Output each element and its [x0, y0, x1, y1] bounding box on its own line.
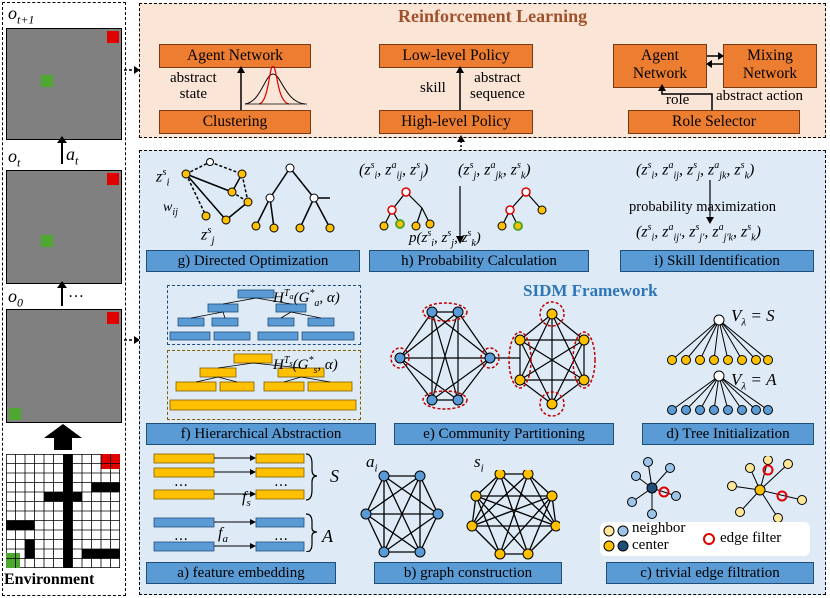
skill-label: skill — [420, 80, 446, 96]
sidm-title: SIDM Framework — [523, 281, 658, 300]
f-caption: f) Hierarchical Abstraction — [146, 423, 376, 445]
community-graphs — [390, 301, 596, 417]
o-t1-label: ot+1 — [8, 3, 35, 27]
neighbor-label: neighbor — [632, 520, 686, 536]
i-formula-bottom: (zsi, zaij′, zsj′, zaj′k, zsk) — [636, 222, 761, 244]
skill-arrow — [706, 180, 714, 224]
feature-embedding-diagram: … … … … — [153, 453, 305, 552]
init-trees — [667, 314, 773, 415]
z-i-s-label: zsi — [156, 166, 170, 189]
abstract-sequence-label: abstract sequence — [470, 70, 525, 102]
b-caption: b) graph construction — [374, 562, 562, 584]
goal-marker — [107, 31, 119, 43]
braces — [305, 453, 318, 552]
edge-filtration-diagram — [627, 456, 807, 523]
e-caption: e) Community Partitioning — [394, 423, 614, 445]
s-label: S — [330, 466, 339, 486]
c-caption: c) trivial edge filtration — [606, 562, 814, 584]
role-selector-box: Role Selector — [628, 110, 800, 134]
g-caption: g) Directed Optimization — [146, 250, 360, 272]
v-s-label: Vλ = S — [731, 306, 775, 329]
w-ij-label: wij — [163, 200, 178, 218]
low-level-policy-box: Low-level Policy — [379, 44, 533, 68]
f-s-label: fs — [242, 489, 251, 510]
h-caption: h) Probability Calculation — [369, 250, 589, 272]
i-caption: i) Skill Identification — [620, 250, 814, 272]
state-frame-t — [6, 170, 122, 284]
svg-text:…: … — [174, 528, 188, 544]
edge-filter-label: edge filter — [720, 530, 782, 546]
svg-text:…: … — [274, 474, 288, 490]
svg-text:…: … — [174, 474, 188, 490]
sidm-to-rl-arrow — [457, 135, 465, 151]
h-ts-tree-frame — [167, 350, 361, 420]
mixing-network-box: Mixing Network — [723, 44, 817, 88]
environment-label: Environment — [4, 571, 95, 588]
ellipsis: … — [68, 284, 84, 301]
graph-construction-diagram — [360, 470, 560, 560]
up-arrow-icon — [44, 424, 82, 450]
rl-title: Reinforcement Learning — [398, 6, 588, 26]
a-label: A — [322, 526, 333, 546]
role-arrows — [658, 84, 713, 110]
d-caption: d) Tree Initialization — [642, 423, 814, 445]
i-formula-top: (zsi, zaij, zsj, zajk, zsk) — [636, 160, 755, 182]
h-ta-tree-frame — [167, 285, 361, 345]
state-frame-t1 — [6, 28, 122, 140]
h-ts-label: HTs(G*s, α) — [273, 355, 338, 376]
h-ta-label: HTa(G*a, α) — [273, 288, 340, 309]
connector-arrows — [124, 66, 140, 344]
a-i-label: ai — [366, 452, 378, 475]
center-label: center — [632, 537, 669, 553]
legend-markers — [603, 525, 629, 552]
o-0-label: o0 — [8, 286, 23, 310]
maze-grid — [6, 454, 120, 568]
h-formula-left: (zsi, zaij, zsj) — [359, 160, 429, 182]
h-probability: p(zsi, zsj, zsk) — [409, 228, 481, 249]
h-formula-right: (zsj, zajk, zsk) — [458, 160, 531, 182]
s-i-label: si — [474, 452, 484, 475]
probability-trees — [379, 186, 547, 244]
directed-graph-diagram — [181, 158, 335, 233]
agent-network-2-box: Agent Network — [613, 44, 707, 88]
f-a-label: fa — [218, 525, 228, 546]
exchange-arrows — [706, 52, 724, 68]
role-label: role — [666, 92, 690, 108]
v-a-label: Vλ = A — [731, 370, 777, 393]
agent-marker — [41, 75, 53, 87]
edge-filter-icon — [703, 533, 715, 545]
high-level-policy-box: High-level Policy — [379, 110, 533, 134]
a-caption: a) feature embedding — [146, 562, 336, 584]
svg-text:…: … — [274, 528, 288, 544]
policy-arrow — [456, 66, 464, 110]
state-frame-0 — [6, 309, 122, 423]
environment-panel — [2, 2, 126, 596]
agent-network-box: Agent Network — [159, 44, 311, 68]
clustering-curve-icon — [237, 66, 307, 110]
probability-maximization-label: probability maximization — [629, 199, 776, 215]
a-t-label: at — [66, 144, 79, 168]
abstract-action-label: abstract action — [716, 88, 804, 104]
clustering-box: Clustering — [159, 110, 311, 134]
abstract-state-label: abstract state — [170, 70, 217, 102]
hierarchical-trees — [169, 289, 357, 411]
z-j-s-label: zsj — [201, 224, 215, 247]
o-t-label: ot — [8, 146, 21, 170]
